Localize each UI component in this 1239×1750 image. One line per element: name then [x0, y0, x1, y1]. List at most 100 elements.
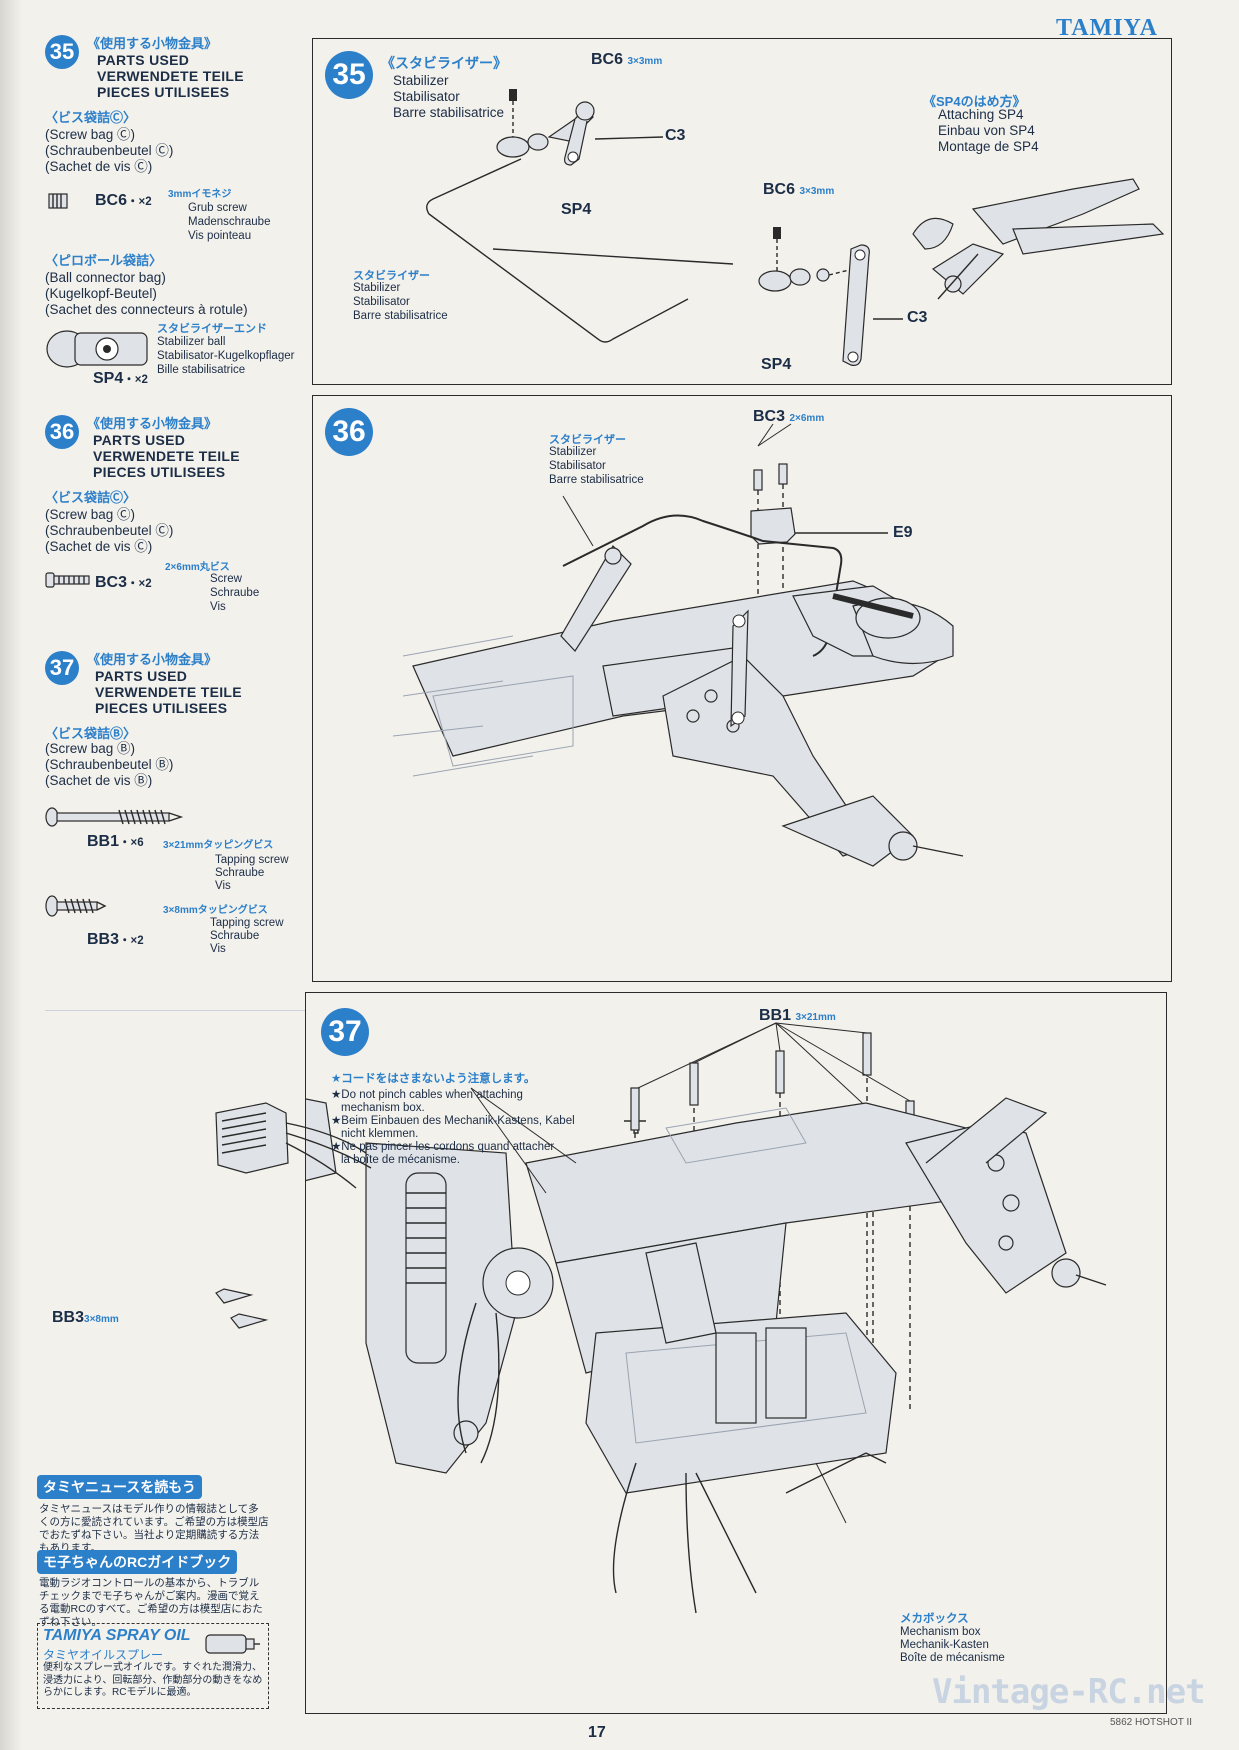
bag2-label-de: (Kugelkopf-Beutel) [45, 286, 157, 301]
bag-label-de: (Schraubenbeutel Ⓒ) [45, 143, 174, 158]
bag-label-en: (Screw bag Ⓒ) [45, 127, 136, 142]
parts-used-en: PARTS USED [97, 52, 190, 68]
mech-box-de: Mechanik-Kasten [900, 1639, 989, 1651]
parts-used-jp: 《使用する小物金具》 [87, 36, 218, 51]
guide-body: 電動ラジオコントロールの基本から、トラブルチェックまでモ子ちゃんがご案内。漫画で… [39, 1577, 263, 1628]
part-desc-de: Schraube [210, 587, 260, 599]
spray-body: 便利なスプレー式オイルです。すぐれた潤滑力、浸透力により、回転部分、作動部分の動… [43, 1662, 263, 1698]
callout-bb3-size: 3×8mm [84, 1314, 119, 1325]
callout-bc6-top: BC6 [591, 51, 624, 68]
part2-code: SP4 [93, 370, 124, 387]
part2-qty: ・×2 [119, 935, 144, 947]
bag-label-de: (Schraubenbeutel Ⓒ) [45, 523, 174, 538]
part2-desc-en: Tapping screw [210, 917, 284, 929]
watermark: Vintage-RC.net [932, 1672, 1206, 1712]
stabilizer-label-de: Stabilisator [353, 296, 410, 308]
note-de-1: ★Beim Einbauen des Mechanik-Kastens, Kab… [331, 1115, 575, 1127]
grub-screw-icon [48, 193, 68, 209]
part-desc-jp: 2×6mm丸ビス [165, 562, 230, 573]
sp4-title-en: Attaching SP4 [938, 107, 1024, 122]
part2-desc-en: Stabilizer ball [157, 336, 226, 348]
part-code: BC6 [95, 192, 128, 209]
parts-used-de: VERWENDETE TEILE [93, 448, 240, 464]
part2-desc-jp: スタビライザーエンド [157, 323, 267, 335]
part-desc-jp: 3×21mmタッピングビス [163, 840, 274, 851]
parts-used-fr: PIECES UTILISEES [97, 84, 230, 100]
mech-box-jp: メカボックス [900, 1613, 969, 1625]
bag-label-fr: (Sachet de vis Ⓒ) [45, 539, 153, 554]
panel-number-badge: 36 [325, 408, 373, 456]
note-de-2: nicht klemmen. [341, 1128, 419, 1140]
bag-label-en: (Screw bag Ⓑ) [45, 741, 136, 756]
step-number-badge: 37 [45, 651, 79, 685]
bag-label-fr: (Sachet de vis Ⓑ) [45, 773, 153, 788]
callout-sp4-left: SP4 [561, 201, 592, 218]
callout-bb1-size: 3×21mm [795, 1012, 836, 1023]
callout-bc6-mid-size: 3×3mm [799, 186, 835, 197]
step-number-badge: 35 [45, 35, 79, 69]
round-screw-icon [45, 572, 90, 588]
tapping-screw-short-icon [45, 895, 107, 917]
part-desc-en: Screw [210, 573, 242, 585]
spray-oil-box: TAMIYA SPRAY OIL タミヤオイルスプレー 便利なスプレー式オイルで… [37, 1623, 269, 1709]
stabilizer-ball-icon [46, 330, 148, 368]
bag2-label-fr: (Sachet des connecteurs à rotule) [45, 302, 248, 317]
stabilizer-label-en: Stabilizer [549, 446, 597, 458]
news-body: タミヤニュースはモデル作りの情報誌として多くの方に愛読されています。ご希望の方は… [39, 1503, 269, 1554]
parts-used-de: VERWENDETE TEILE [97, 68, 244, 84]
parts-used-fr: PIECES UTILISEES [95, 700, 228, 716]
panel-step37: 37 [215, 992, 1167, 1714]
spray-title: TAMIYA SPRAY OIL [43, 1627, 191, 1644]
callout-e9: E9 [893, 524, 913, 541]
part-desc-fr: Vis [215, 880, 231, 892]
grub-screw [509, 89, 517, 101]
model-name: 5862 HOTSHOT II [1110, 1717, 1193, 1728]
part-desc-de: Madenschraube [188, 216, 271, 228]
bb3-screws [215, 1288, 269, 1329]
callout-bb3: BB3 [52, 1309, 85, 1326]
part2-desc-fr: Bille stabilisatrice [157, 364, 246, 376]
note-fr-1: ★Ne pas pincer les cordons quand attache… [331, 1141, 555, 1153]
sidebar-step36: 36 《使用する小物金具》 PARTS USED VERWENDETE TEIL… [45, 415, 315, 613]
parts-used-jp: 《使用する小物金具》 [87, 416, 218, 431]
stabilizer-label-de: Stabilisator [549, 460, 606, 472]
mech-box-fr: Boîte de mécanisme [900, 1652, 1005, 1664]
panel-title-fr: Barre stabilisatrice [393, 105, 505, 120]
tapping-screw-long-icon [45, 807, 184, 827]
part2-desc-jp: 3×8mmタッピングビス [163, 905, 268, 916]
guide-title: モ子ちゃんのRCガイドブック [37, 1550, 238, 1574]
parts-used-en: PARTS USED [95, 668, 188, 684]
mech-box-en: Mechanism box [900, 1626, 981, 1638]
part-qty: ・×2 [127, 578, 152, 590]
bag-label-fr: (Sachet de vis Ⓒ) [45, 159, 153, 174]
callout-bc3: BC3 [753, 408, 786, 425]
bag2-label-en: (Ball connector bag) [45, 270, 166, 285]
stabilizer-label-fr: Barre stabilisatrice [549, 474, 644, 486]
part-qty: ・×2 [127, 196, 152, 208]
stabilizer-assembly-diagram [426, 89, 1165, 366]
callout-bc6-mid: BC6 [763, 181, 796, 198]
binding-edge [0, 0, 22, 1750]
part-desc-jp: 3mmイモネジ [168, 189, 232, 200]
note-jp: ★コードをはさまないよう注意します。 [331, 1073, 536, 1085]
parts-used-jp: 《使用する小物金具》 [87, 652, 218, 667]
sp4-title-jp: 《SP4のはめ方》 [923, 94, 1026, 109]
panel-step36: 36 [312, 395, 1172, 982]
callout-bb1: BB1 [759, 1007, 792, 1024]
news-title: タミヤニュースを読もう [37, 1475, 202, 1499]
stabilizer-label-jp: スタビライザー [353, 270, 430, 282]
sidebar-step37: 37 《使用する小物金具》 PARTS USED VERWENDETE TEIL… [45, 651, 315, 955]
part-qty: ・×6 [119, 837, 144, 849]
part-code: BB1 [87, 833, 120, 850]
page-number: 17 [588, 1724, 606, 1741]
spray-can-icon [205, 1634, 260, 1654]
panel-number-badge: 35 [325, 51, 373, 99]
panel-title-de: Stabilisator [393, 89, 460, 104]
receiver-unit [215, 1102, 372, 1189]
parts-used-fr: PIECES UTILISEES [93, 464, 226, 480]
callout-sp4-bottom: SP4 [761, 356, 792, 373]
bag-label-jp: 〈ビス袋詰Ⓒ〉 [45, 110, 137, 125]
part2-desc-de: Schraube [210, 930, 260, 942]
sp4-title-fr: Montage de SP4 [938, 139, 1039, 154]
part-desc-en: Grub screw [188, 202, 247, 214]
